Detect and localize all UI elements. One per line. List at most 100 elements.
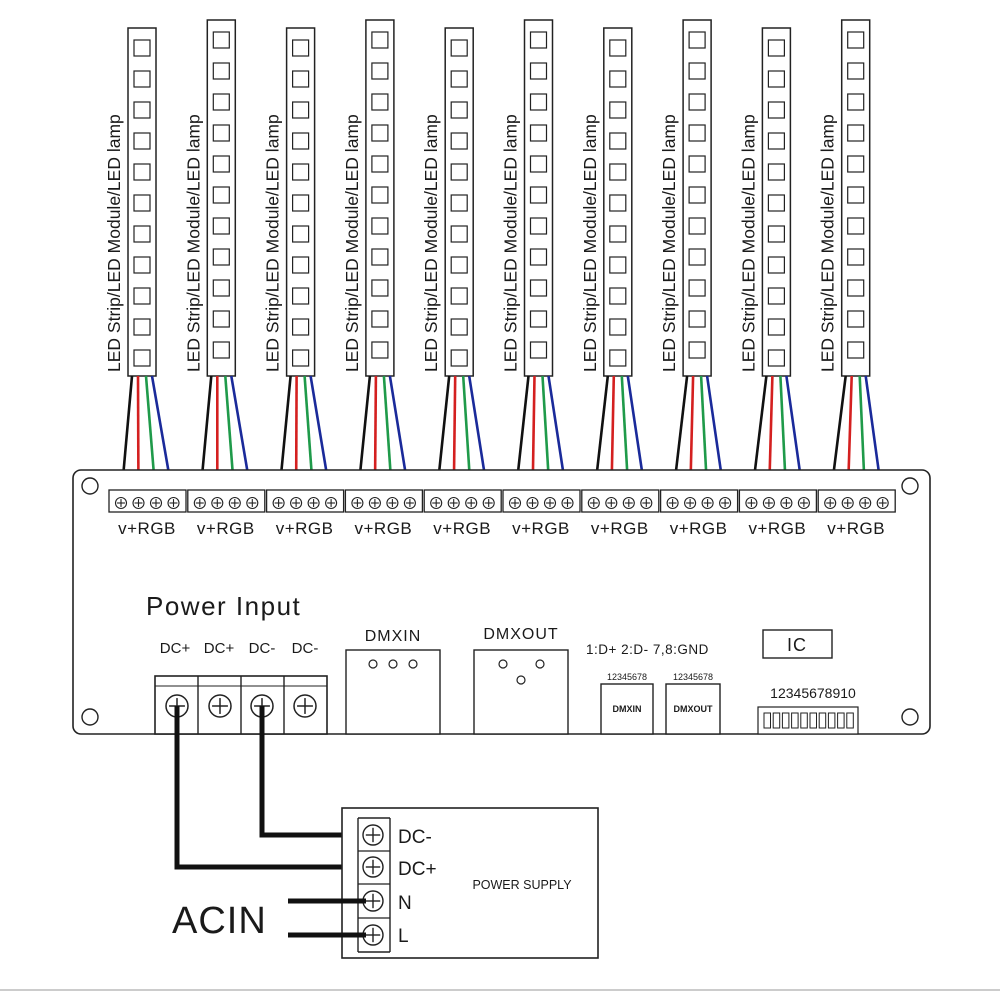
- led-chip: [450, 194, 468, 212]
- led-chip: [688, 62, 706, 80]
- led-chip: [767, 194, 786, 212]
- dip-slot: [846, 712, 854, 729]
- led-chip: [212, 62, 230, 80]
- led-chip: [529, 31, 548, 49]
- dip-slot: [763, 712, 771, 729]
- led-chip: [292, 101, 310, 119]
- led-chip: [529, 248, 548, 266]
- led-chip: [767, 132, 786, 150]
- led-chip: [212, 279, 230, 297]
- led-chip: [450, 287, 468, 305]
- led-chip: [609, 318, 627, 336]
- terminal-screw-icon: [132, 496, 145, 510]
- led-chip: [212, 186, 230, 204]
- power-terminal-label-1: DC+: [160, 640, 191, 657]
- led-strip-label: LED Strip/LED Module/LED lamp: [501, 114, 521, 372]
- terminal-screw-icon: [167, 496, 180, 510]
- led-chip: [292, 132, 310, 150]
- channel-label: v+RGB: [749, 519, 807, 538]
- ic-label: IC: [787, 635, 807, 655]
- led-chip: [529, 217, 548, 235]
- led-chip: [133, 287, 151, 305]
- channel-label: v+RGB: [512, 519, 570, 538]
- output-terminal-10: [817, 489, 896, 513]
- ic-box: [762, 629, 833, 659]
- led-chip: [847, 62, 865, 80]
- rj45-out-jack: [665, 683, 721, 735]
- acin-label: ACIN: [172, 900, 267, 942]
- led-strip-label: LED Strip/LED Module/LED lamp: [104, 114, 124, 372]
- mount-hole-icon: [901, 708, 919, 726]
- led-chip: [847, 155, 865, 173]
- power-input-title: Power Input: [146, 591, 301, 621]
- dmx-pin-note: 1:D+ 2:D- 7,8:GND: [586, 642, 709, 657]
- led-chip: [767, 256, 786, 274]
- power-terminal-label-4: DC-: [292, 640, 319, 657]
- led-chip: [212, 310, 230, 328]
- led-chip: [212, 124, 230, 142]
- led-chip: [847, 279, 865, 297]
- terminal-screw-icon: [114, 496, 128, 510]
- output-terminal-6: [502, 489, 581, 513]
- power-supply-screws: [362, 824, 384, 946]
- dmx-out-pin: [535, 659, 545, 669]
- terminal-screw-icon: [307, 496, 320, 510]
- led-chip: [529, 279, 548, 297]
- output-terminal-9: [738, 489, 818, 513]
- terminal-screw-icon: [368, 496, 381, 510]
- wire-dc-plus: [174, 706, 365, 870]
- channel-label: v+RGB: [827, 519, 885, 538]
- terminal-screw-icon: [824, 496, 837, 510]
- led-chip: [292, 39, 310, 57]
- led-chip: [767, 225, 786, 243]
- led-chip: [609, 349, 627, 367]
- mount-hole-icon: [901, 477, 919, 495]
- rj45-in-jack: [600, 683, 654, 735]
- terminal-screw-icon: [482, 496, 495, 510]
- channel-label: v+RGB: [197, 519, 255, 538]
- power-supply-title: POWER SUPPLY: [472, 878, 572, 892]
- terminal-screw-icon: [362, 856, 384, 878]
- terminal-screw-icon: [351, 496, 364, 510]
- terminal-screw-icon: [149, 496, 163, 510]
- led-chip: [212, 31, 230, 49]
- led-strip-label: LED Strip/LED Module/LED lamp: [263, 114, 283, 372]
- led-chip: [371, 279, 389, 297]
- led-chip: [847, 217, 865, 235]
- led-chip: [529, 124, 548, 142]
- led-chip: [688, 217, 706, 235]
- dip-slot: [800, 712, 808, 729]
- led-chip: [847, 248, 865, 266]
- led-strip-7: LED Strip/LED Module/LED lamp: [580, 27, 648, 501]
- dip-switch[interactable]: [757, 706, 859, 735]
- terminal-screw-icon: [605, 496, 618, 510]
- output-terminal-4: [344, 489, 424, 513]
- terminal-screw-icon: [762, 496, 775, 510]
- led-strip-label: LED Strip/LED Module/LED lamp: [659, 114, 679, 372]
- led-chip: [688, 279, 706, 297]
- terminal-screw-icon: [561, 496, 574, 510]
- led-chip: [847, 124, 865, 142]
- led-chip: [688, 341, 706, 359]
- led-strip-label: LED Strip/LED Module/LED lamp: [342, 114, 362, 372]
- led-chip: [450, 163, 468, 181]
- channel-label: v+RGB: [355, 519, 413, 538]
- output-terminal-3: [265, 489, 345, 513]
- led-chip: [292, 163, 310, 181]
- dip-slot: [837, 712, 845, 729]
- terminal-screw-icon: [666, 496, 679, 510]
- led-chip: [767, 163, 786, 181]
- led-chip: [450, 225, 468, 243]
- led-chip: [212, 248, 230, 266]
- led-chip: [767, 287, 786, 305]
- dip-switch-numbers: 12345678910: [770, 685, 856, 701]
- terminal-screw-icon: [246, 496, 259, 510]
- led-strip-2: LED Strip/LED Module/LED lamp: [183, 19, 254, 501]
- led-chip: [847, 341, 865, 359]
- terminal-screw-icon: [684, 496, 697, 510]
- led-strip-1: LED Strip/LED Module/LED lamp: [104, 27, 175, 501]
- led-chip: [371, 341, 389, 359]
- terminal-screw-icon: [508, 496, 522, 510]
